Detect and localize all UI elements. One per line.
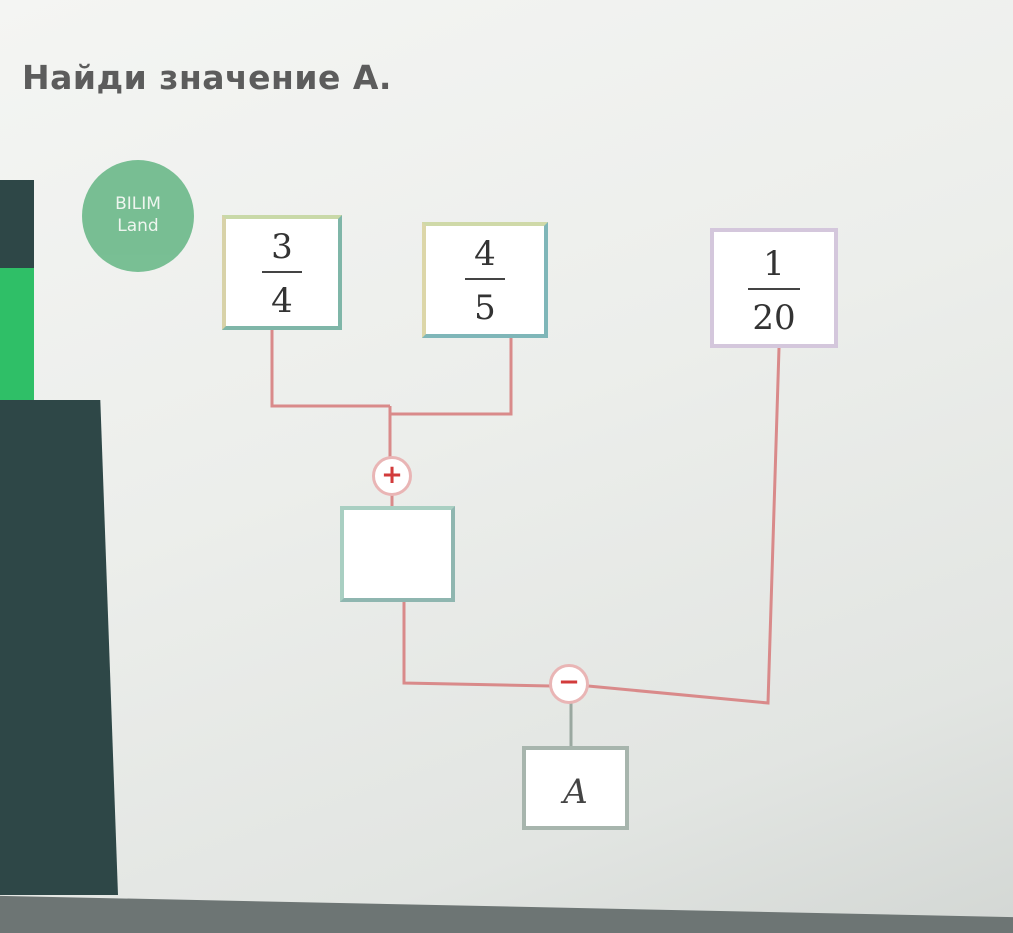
- result-box[interactable]: A: [522, 746, 629, 830]
- denominator: 20: [752, 298, 796, 338]
- minus-operator: −: [549, 664, 589, 704]
- fraction-bar: [465, 278, 505, 280]
- wire-c: [587, 347, 781, 705]
- fraction: 4 5: [426, 226, 544, 334]
- plus-operator: +: [372, 456, 412, 496]
- numerator: 4: [474, 234, 496, 274]
- logo-line-2: Land: [117, 216, 159, 236]
- fraction-bar: [262, 271, 302, 273]
- fraction-bar: [748, 288, 800, 290]
- task-title: Найди значение А.: [22, 58, 392, 97]
- fraction-box-1-20: 1 20: [710, 228, 838, 348]
- denominator: 4: [271, 281, 293, 321]
- fraction-box-4-5: 4 5: [422, 222, 548, 338]
- numerator: 1: [763, 244, 785, 284]
- fraction: 3 4: [226, 219, 338, 326]
- sidebar-active-item[interactable]: [0, 268, 34, 400]
- wire-a: [270, 330, 390, 408]
- result-label: A: [563, 772, 588, 812]
- logo-line-1: BILIM: [115, 194, 161, 214]
- wire-sum: [402, 602, 552, 688]
- fraction: 1 20: [714, 232, 834, 344]
- numerator: 3: [271, 227, 293, 267]
- fraction-box-3-4: 3 4: [222, 215, 342, 330]
- denominator: 5: [474, 288, 496, 328]
- wire-b: [390, 338, 513, 416]
- sum-answer-box[interactable]: [340, 506, 455, 602]
- bilimland-logo: BILIM Land: [82, 160, 194, 272]
- sidebar-panel: [0, 400, 118, 895]
